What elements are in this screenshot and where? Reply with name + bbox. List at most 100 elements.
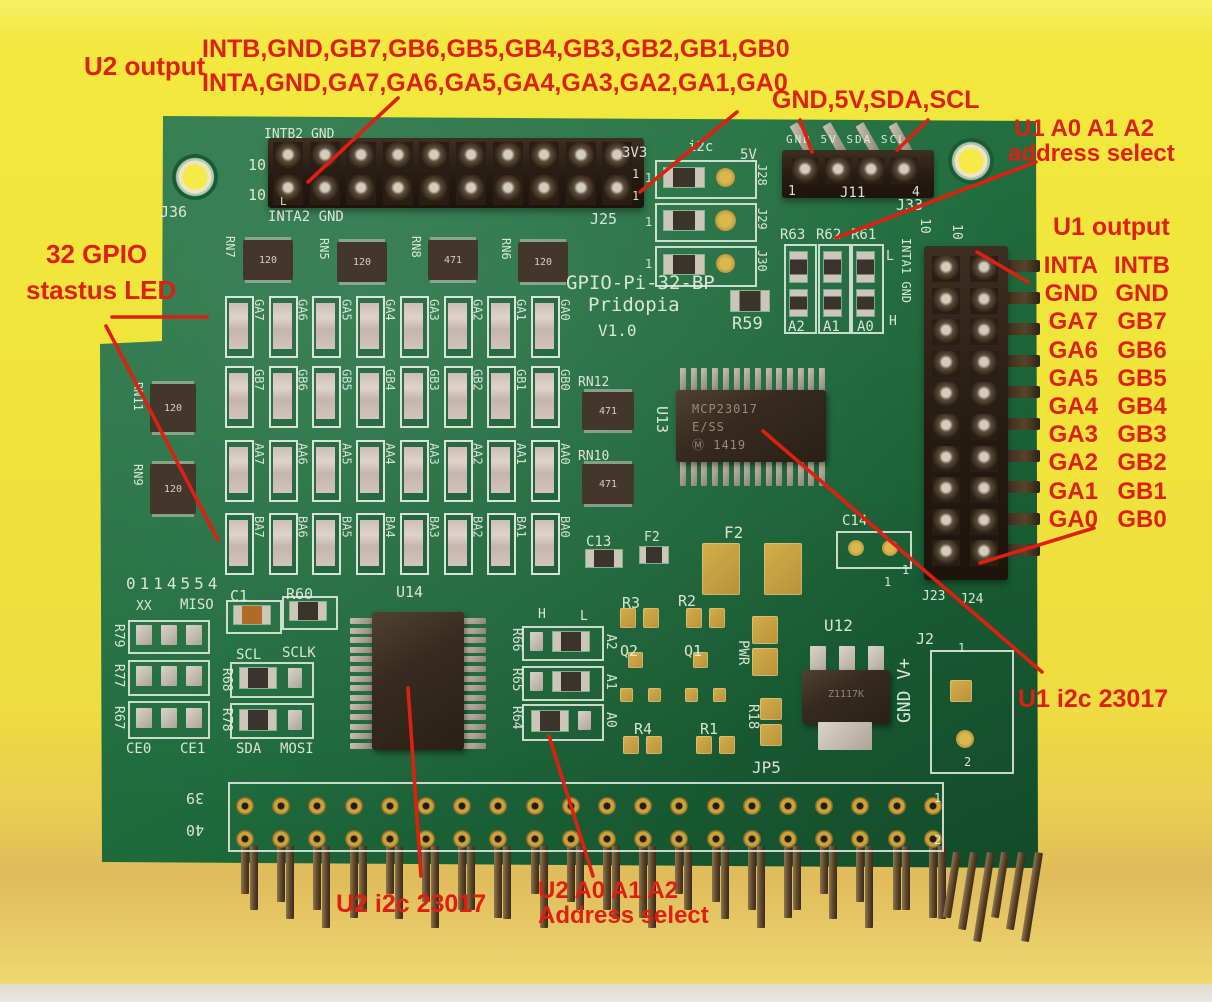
part-box — [818, 244, 851, 334]
silkscreen-r61: R61 — [851, 227, 877, 243]
part-gold — [719, 736, 735, 754]
led-label-aa2: AA2 — [470, 443, 485, 465]
part-goldc — [882, 540, 898, 556]
silkscreen-1: 1 — [884, 575, 892, 589]
pin-label-right: GB2 — [1117, 449, 1167, 477]
u14-pin — [350, 656, 374, 663]
led-body — [272, 520, 292, 566]
part-goldc — [715, 210, 736, 231]
led-label-ga4: GA4 — [383, 299, 398, 321]
u13-marking-line: E/SS — [692, 420, 725, 434]
gpio-pin — [937, 846, 946, 919]
silkscreen-r62: R62 — [816, 227, 842, 243]
silkscreen-a2: A2 — [603, 634, 618, 650]
part-pad — [161, 625, 177, 645]
part-res — [730, 290, 770, 312]
part-resv — [823, 251, 842, 283]
u14-pin — [462, 627, 486, 634]
part-pad — [186, 666, 202, 686]
u14-pin — [462, 637, 486, 644]
pin-label-right: GB6 — [1117, 336, 1167, 364]
led-body — [403, 447, 423, 493]
silkscreen-j29: J29 — [755, 208, 769, 230]
gpio-pin — [241, 846, 249, 894]
gpio-pin — [394, 846, 403, 919]
silkscreen-v1-0: V1.0 — [598, 321, 637, 340]
j25-pin — [602, 175, 633, 205]
part-gold — [760, 724, 782, 746]
label-u2-row-a: INTA,GND,GA7,GA6,GA5,GA4,GA3,GA2,GA1,GA0 — [202, 69, 788, 97]
pin-label-left: GA7 — [1048, 308, 1098, 336]
pin-label-right: INTB — [1114, 252, 1170, 280]
right-header-pin — [970, 319, 998, 346]
gpio-pin — [313, 846, 322, 910]
gpio-hole — [742, 797, 761, 815]
gpio-hole — [489, 830, 508, 848]
silkscreen-c1: C1 — [230, 587, 249, 605]
u13-pin — [819, 368, 826, 392]
led-body — [534, 373, 554, 419]
u13-marking-line: Ⓜ 1419 — [692, 438, 747, 452]
gpio-pin — [892, 846, 901, 910]
led-body — [229, 303, 248, 349]
silkscreen-r78: R78 — [219, 708, 234, 732]
gpio-hole — [815, 797, 834, 815]
label-u2-i2c: U2 i2c 23017 — [336, 890, 487, 918]
gpio-hole — [815, 830, 834, 848]
silkscreen-1: 1 — [958, 641, 966, 655]
u13-pin — [680, 460, 686, 486]
u14-pin — [350, 627, 374, 634]
gpio-pin — [494, 846, 503, 918]
led-body — [229, 447, 248, 493]
led-label-ba1: BA1 — [514, 516, 529, 538]
part-box — [128, 701, 210, 739]
part-goldc — [956, 730, 974, 748]
j25-pin — [602, 142, 633, 172]
part-gold — [620, 688, 633, 702]
gpio-hole — [634, 830, 653, 848]
gpio-pin — [539, 846, 548, 928]
u13-pin — [722, 460, 729, 486]
pin-label-left: GA2 — [1048, 449, 1098, 477]
label-u2-addr-2: Address select — [538, 902, 709, 929]
silkscreen-1: 1 — [902, 563, 910, 577]
led-body — [491, 520, 511, 566]
j25-pin — [382, 175, 413, 205]
led-body — [360, 520, 380, 566]
silkscreen-sda: SDA — [236, 741, 262, 757]
silkscreen-r65: R65 — [509, 668, 524, 692]
right-header-pin-tip — [1004, 354, 1040, 367]
part-gold — [702, 543, 740, 595]
led-body — [272, 373, 292, 419]
led-body — [447, 303, 467, 349]
gpio-hole — [670, 830, 689, 848]
part-netw: 120 — [150, 384, 196, 432]
u13-pin — [787, 368, 793, 392]
part-box — [784, 244, 817, 334]
gpio-pin — [503, 846, 512, 919]
u14-pin — [462, 714, 486, 720]
part-gold — [693, 652, 708, 668]
led-body — [491, 447, 511, 493]
silkscreen-inta1-gnd: INTA1 GND — [899, 238, 913, 304]
u13-pin — [797, 368, 804, 392]
led-label-ga7: GA7 — [252, 299, 266, 321]
led-body — [272, 303, 292, 349]
gpio-pin — [856, 846, 865, 902]
silkscreen-rn7: RN7 — [223, 236, 237, 258]
part-pad — [530, 632, 543, 651]
gpio-pin — [865, 846, 874, 928]
led-body — [316, 447, 336, 493]
gpio-hole — [851, 830, 870, 848]
gpio-pin — [431, 846, 439, 928]
silkscreen-l: L — [580, 609, 588, 624]
part-pad — [136, 625, 152, 645]
part-box — [522, 666, 604, 701]
j25-pin — [273, 142, 303, 172]
gpio-hole — [344, 830, 363, 848]
j11-pin-socket — [891, 158, 917, 184]
j25-pin — [346, 142, 377, 172]
silkscreen-inta2-gnd: INTA2 GND — [268, 209, 344, 225]
